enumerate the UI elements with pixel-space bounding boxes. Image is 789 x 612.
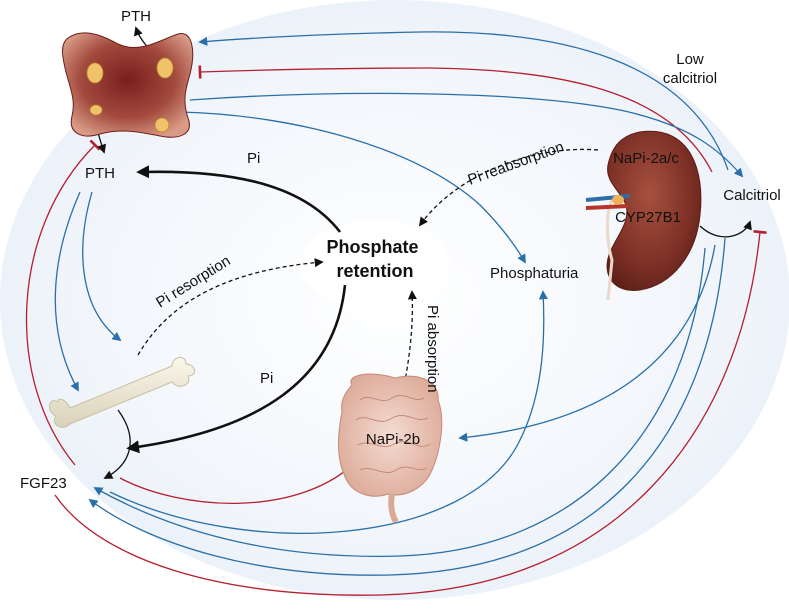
fgf23-label: FGF23	[20, 475, 67, 492]
pi-resorption-arrow	[137, 258, 324, 356]
kidney-icon	[585, 130, 702, 301]
pth-label: PTH	[85, 165, 115, 182]
cyp27b1-label: CYP27B1	[615, 209, 681, 226]
calcitriol-to-parathyroid-arrow	[198, 31, 729, 171]
retention-to-pth-arrow	[136, 165, 342, 233]
phosphaturia-label: Phosphaturia	[490, 265, 579, 282]
phosphate-retention-line-1: Phosphate	[326, 237, 418, 257]
fgf23-inhibits-calcitriol-line	[54, 230, 767, 596]
cyp27b1-to-calcitriol-arrow	[699, 220, 752, 238]
pth-to-bone-arrow-1	[82, 191, 122, 342]
pi-reabsorption-arrow	[418, 148, 599, 227]
intestine-icon	[338, 373, 443, 524]
bone-icon	[49, 357, 195, 428]
pth-to-bone-arrow-2	[54, 191, 81, 392]
phosphate-retention-line-2: retention	[336, 261, 413, 281]
pth-to-phosphaturia-arrow	[179, 111, 526, 264]
parathyroid-gland-icon	[62, 32, 194, 138]
phosphate-retention-label: Phosphate retention	[326, 237, 423, 281]
pi-absorption-label: Pi absorption	[424, 305, 441, 393]
pth-to-calcitriol-arrow	[189, 92, 744, 178]
calcitriol-inhibits-pth-line	[198, 65, 713, 173]
calcitriol-label: Calcitriol	[723, 187, 781, 204]
fgf23-inhibits-napi2b-line	[119, 452, 366, 504]
calcitriol-to-fgf23-arrow-inner	[93, 247, 706, 558]
fgf23-inhibits-pth-line	[25, 139, 101, 466]
pi-lower-label: Pi	[260, 370, 273, 387]
center-halo	[300, 220, 450, 310]
retention-to-fgf23-arrow	[126, 284, 347, 454]
calcitriol-to-napi2b-arrow	[458, 244, 716, 442]
napi-2ac-label: NaPi-2a/c	[613, 150, 679, 167]
pi-absorption-arrow	[399, 290, 417, 406]
pi-upper-label: Pi	[247, 150, 260, 167]
fgf23-to-phosphaturia-arrow	[109, 290, 548, 534]
calcitriol-to-fgf23-arrow-outer	[88, 237, 726, 576]
pth-secreted-label: PTH	[121, 8, 151, 25]
napi-2b-label: NaPi-2b	[366, 431, 420, 448]
